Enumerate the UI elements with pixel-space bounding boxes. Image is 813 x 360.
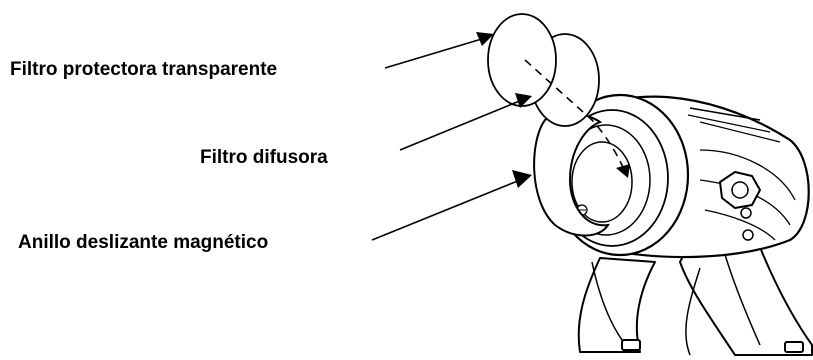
label-protective-filter: Filtro protectora transparente [10,60,277,79]
label-diffuser-filter: Filtro difusora [200,148,328,167]
label-magnetic-ring: Anillo deslizante magnético [18,233,268,252]
leader-line-ring [372,180,520,240]
leader-arrowhead-ring [512,170,532,188]
protective-filter [488,14,556,106]
leader-line-protective [385,38,485,68]
leader-line-diffuser [400,100,522,150]
